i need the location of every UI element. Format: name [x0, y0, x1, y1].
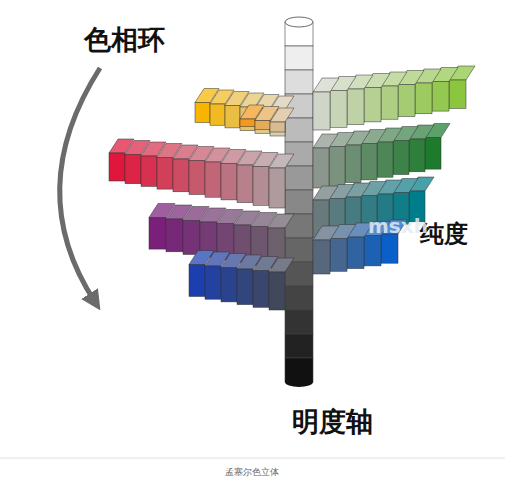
fan-step-front — [330, 239, 347, 272]
fan-step-front — [237, 165, 253, 203]
fan-step-front — [240, 119, 255, 127]
fan-step-front — [221, 268, 237, 302]
fan-step-front — [125, 155, 141, 184]
fan-step-top — [269, 258, 294, 272]
fan-step-front — [141, 156, 157, 186]
fan-step-top — [313, 226, 339, 240]
cylinder-top — [285, 17, 313, 27]
fan-step-top — [313, 78, 339, 92]
fan-step-top — [268, 214, 294, 228]
fan-step-front — [409, 139, 425, 172]
fan-step-top — [313, 134, 338, 148]
fan-step-front — [221, 164, 237, 200]
fan-step-front — [393, 141, 409, 175]
fan-step-front — [205, 266, 221, 299]
fan-step-front — [330, 91, 347, 128]
fan-step-front — [345, 145, 361, 183]
value-axis-cylinder — [285, 17, 313, 387]
fan-step-front — [195, 103, 210, 123]
fan-step-front — [313, 240, 330, 274]
fan-step-front — [415, 83, 432, 114]
hue-fan — [195, 89, 294, 137]
fan-step-front — [237, 269, 253, 305]
value-step — [285, 190, 313, 214]
fan-step-front — [432, 82, 449, 112]
value-step — [285, 118, 313, 142]
axis-label: 明度轴 — [292, 404, 373, 440]
fan-step-top — [270, 108, 294, 122]
fan-step-front — [189, 265, 205, 297]
fan-step-front — [189, 161, 205, 195]
fan-step-front — [313, 92, 330, 130]
fan-step-front — [449, 80, 466, 108]
fan-step-front — [329, 147, 345, 186]
caption-rule — [0, 458, 505, 459]
fan-step-top — [269, 154, 294, 168]
fan-step-front — [225, 106, 240, 128]
value-step — [285, 46, 313, 70]
fan-step-front — [269, 168, 285, 208]
fan-step-front — [149, 218, 166, 250]
hue-fan — [189, 251, 294, 311]
value-step — [285, 70, 313, 94]
hue-fan — [109, 139, 294, 208]
cylinder-bottom — [285, 377, 313, 387]
value-step — [285, 286, 313, 310]
fan-step-front — [364, 236, 381, 266]
fan-step-front — [381, 86, 398, 119]
value-step — [285, 310, 313, 334]
fan-step-front — [183, 221, 200, 255]
watermark: msxh — [368, 214, 428, 238]
hue-fan — [240, 105, 294, 132]
fan-step-front — [157, 158, 173, 190]
fan-step-top — [313, 186, 338, 200]
fan-step-front — [253, 167, 269, 206]
value-step — [285, 166, 313, 190]
fan-step-front — [313, 148, 329, 188]
hue-fan — [313, 66, 475, 130]
axis-label: 色相环 — [84, 22, 165, 58]
caption: 孟塞尔色立体 — [225, 466, 279, 479]
fan-step-front — [425, 138, 441, 170]
fan-step-front — [210, 104, 225, 125]
value-step — [285, 334, 313, 358]
fan-step-front — [166, 219, 183, 252]
fan-step-front — [361, 144, 377, 180]
fan-step-front — [109, 153, 125, 181]
fan-step-front — [255, 121, 270, 130]
fan-step-front — [364, 88, 381, 122]
hue-arrow — [60, 68, 100, 302]
fan-step-front — [173, 159, 189, 192]
fan-step-front — [381, 234, 398, 263]
fan-step-front — [398, 85, 415, 117]
fan-step-front — [347, 237, 364, 269]
fan-step-front — [347, 89, 364, 125]
hue-fans — [109, 66, 475, 310]
fan-step-front — [377, 142, 393, 177]
fan-step-front — [253, 271, 269, 308]
fan-step-front — [270, 122, 285, 132]
fan-step-front — [269, 272, 285, 310]
fan-step-front — [205, 162, 221, 197]
